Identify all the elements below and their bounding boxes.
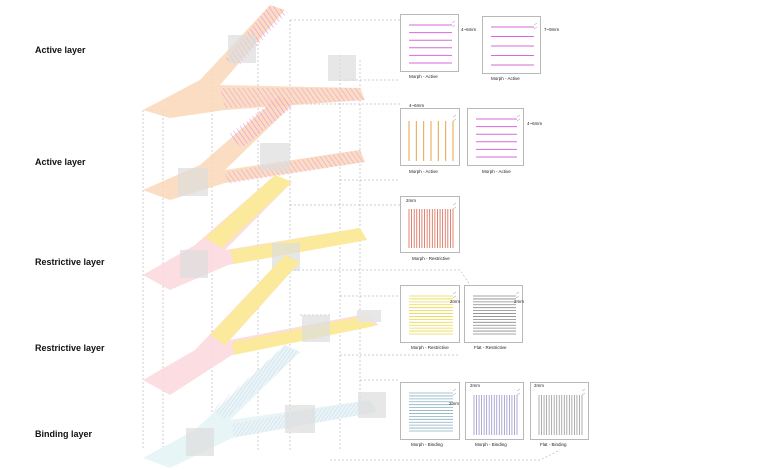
panel-morph-active-4 (467, 108, 524, 166)
layer-label-restrictive-2: Restrictive layer (35, 343, 105, 353)
panel-morph-binding-1 (400, 382, 460, 440)
panel-caption: Morph - Active (409, 169, 438, 174)
binding-layer-shape (143, 345, 386, 468)
panel-caption: Flat - Restrictive (474, 345, 507, 350)
layer-label-active-1: Active layer (35, 45, 86, 55)
panel-lines-6 (409, 291, 457, 335)
panel-caption: Morph - Binding (475, 442, 507, 447)
panel-lines-4 (476, 114, 521, 158)
dimension-tick (581, 388, 586, 396)
panel-caption: Morph - Binding (411, 442, 443, 447)
dimension-label: 4~6mm (527, 121, 543, 126)
panel-lines-8 (409, 388, 457, 432)
dimension-tick (452, 388, 457, 396)
dimension-label: 2mm (449, 401, 459, 406)
dimension-tick (516, 388, 521, 396)
dimension-label: 2mm (450, 299, 460, 304)
panel-caption: Flat - Binding (540, 442, 567, 447)
dimension-tick (452, 114, 457, 122)
panel-lines-9 (473, 388, 521, 435)
panel-morph-restrictive-1 (400, 196, 460, 253)
dimension-tick (452, 202, 457, 210)
layer-label-binding: Binding layer (35, 429, 93, 439)
dimension-tick (515, 291, 520, 299)
active-layer-1-shape (143, 5, 365, 118)
dimension-tick (516, 114, 521, 122)
panel-lines-1 (409, 20, 456, 64)
panel-caption: Morph - Active (409, 74, 438, 79)
restrictive-layer-2-shape (143, 255, 381, 395)
panel-flat-restrictive (464, 285, 523, 343)
dimension-label: 2mm (514, 299, 524, 304)
panel-morph-active-1 (400, 14, 459, 72)
dimension-tick (451, 20, 456, 28)
dimension-tick (452, 291, 457, 299)
dimension-label: 4~6mm (461, 27, 477, 32)
panel-caption: Morph - Restrictive (411, 345, 449, 350)
dimension-tick (533, 22, 538, 30)
dimension-label: 2mm (406, 198, 416, 203)
layer-label-active-2: Active layer (35, 157, 86, 167)
panel-morph-binding-2 (465, 382, 524, 440)
panel-morph-active-3 (400, 108, 460, 166)
panel-lines-10 (538, 388, 586, 435)
panel-flat-binding (530, 382, 589, 440)
panel-lines-2 (491, 22, 538, 66)
panel-lines-7 (473, 291, 520, 335)
dimension-label: 4~6mm (409, 103, 425, 108)
panel-lines-5 (408, 202, 457, 248)
dimension-label: 2mm (470, 383, 480, 388)
panel-caption: Morph - Restrictive (412, 256, 450, 261)
dimension-label: 7~9mm (544, 27, 560, 32)
layer-label-restrictive-1: Restrictive layer (35, 257, 105, 267)
panel-lines-3 (408, 114, 457, 161)
panel-morph-restrictive-2 (400, 285, 460, 343)
panel-caption: Morph - Active (482, 169, 511, 174)
dimension-label: 2mm (534, 383, 544, 388)
restrictive-layer-1-shape (143, 175, 367, 290)
active-layer-2-shape (143, 95, 365, 200)
panel-morph-active-2 (482, 16, 541, 74)
panel-caption: Morph - Active (491, 76, 520, 81)
